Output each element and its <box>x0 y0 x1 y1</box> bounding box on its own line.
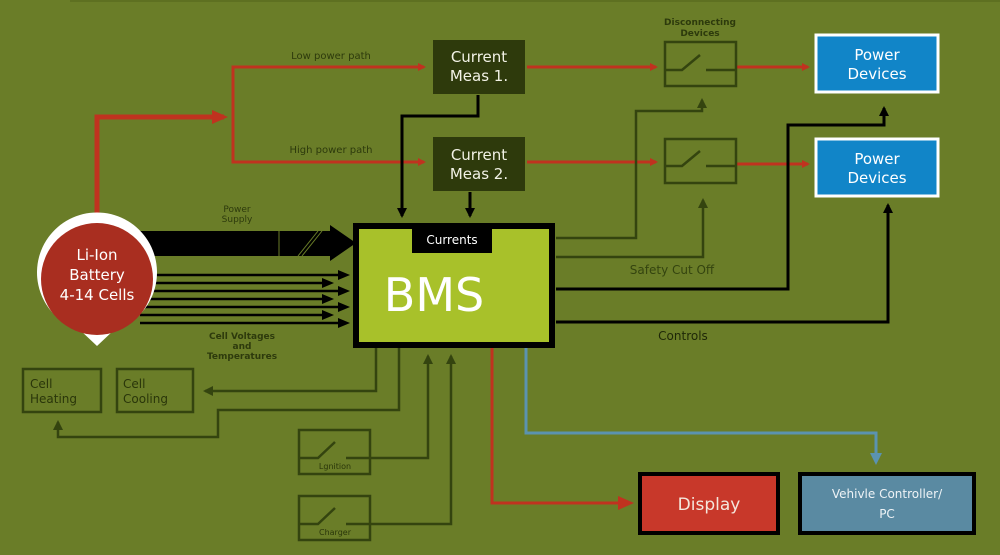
bms-control-to-power-devices-1 <box>556 106 889 291</box>
current-meas-1-line2: Meas 1. <box>450 67 508 85</box>
currents-tab-label: Currents <box>426 233 477 247</box>
bms-to-cell-cooling-line <box>203 347 378 396</box>
cell-sensor-arrowhead <box>338 286 350 296</box>
cell-cooling-node: Cell Cooling <box>115 367 195 414</box>
cell-sensor-arrowhead <box>322 294 334 304</box>
controls-label: Controls <box>658 329 708 343</box>
cell-voltage-arrows <box>140 270 350 328</box>
current-meas-1-box <box>433 40 525 94</box>
current-meas-1-line1: Current <box>451 48 507 66</box>
low-power-path-line <box>231 63 426 147</box>
charger-switch-icon <box>299 507 336 526</box>
bms-label: BMS <box>384 268 484 322</box>
current-meas-2-node: Current Meas 2. <box>433 137 525 191</box>
disconnecting-devices: Disconnecting Devices <box>663 18 738 185</box>
power-supply-label-line1: Power <box>223 205 251 215</box>
vehicle-controller-box <box>798 472 976 535</box>
safety-cut-off-line-1 <box>556 98 707 240</box>
cell-sensor-arrowhead <box>338 270 350 280</box>
ignition-to-bms-line <box>346 354 433 460</box>
battery-label-line3: 4-14 Cells <box>60 286 135 304</box>
cell-heating-node: Cell Heating <box>21 367 103 414</box>
cell-sensor-arrowhead <box>322 310 334 320</box>
battery-node: Li-Ion Battery 4-14 Cells <box>37 212 158 346</box>
charger-node: Charger <box>297 494 372 542</box>
bms-node: Currents BMS <box>353 223 555 348</box>
charger-label: Charger <box>319 528 352 537</box>
cell-cooling-box <box>115 367 195 414</box>
top-edge-band <box>70 0 1000 2</box>
edge-labels: Low power path High power path Power Sup… <box>207 51 715 362</box>
cell-voltages-label-line3: Temperatures <box>207 352 277 362</box>
cell-heating-line2: Heating <box>30 392 77 406</box>
current-meas-2-line1: Current <box>451 146 507 164</box>
ignition-switch-icon <box>299 441 336 460</box>
power-devices-2-node: Power Devices <box>814 137 940 198</box>
measurement-and-control-lines <box>397 95 893 324</box>
cell-heating-box <box>21 367 103 414</box>
power-devices-1-node: Power Devices <box>814 33 940 94</box>
disconnecting-label-line2: Devices <box>680 29 719 39</box>
signal-lines <box>53 98 708 526</box>
cell-cooling-line2: Cooling <box>123 392 168 406</box>
power-devices-2-line2: Devices <box>847 169 906 187</box>
vehicle-controller-line2: PC <box>879 507 895 521</box>
low-power-path-label: Low power path <box>291 51 371 62</box>
bms-to-cell-heating-line <box>53 347 401 439</box>
charger-to-bms-line <box>346 354 456 526</box>
battery-label-line2: Battery <box>69 266 125 284</box>
display-label: Display <box>678 495 741 515</box>
ignition-node: Lgnition <box>297 428 372 476</box>
power-devices-1-box <box>814 33 940 94</box>
switch-1-icon <box>665 54 736 72</box>
high-power-path-line <box>231 117 426 166</box>
cell-heating-line1: Cell <box>30 377 52 391</box>
cell-sensor-arrowhead <box>322 278 334 288</box>
bms-to-vehicle-controller-line <box>524 347 882 465</box>
safety-cut-off-label: Safety Cut Off <box>630 263 715 277</box>
power-devices-1-line1: Power <box>854 46 900 64</box>
power-devices-2-box <box>814 137 940 198</box>
meas1-to-bms-line <box>397 95 480 218</box>
bms-control-to-power-devices-2 <box>556 203 893 324</box>
switch-2-icon <box>665 150 736 168</box>
display-node: Display <box>638 472 780 535</box>
ignition-label: Lgnition <box>319 462 351 471</box>
current-meas-1-node: Current Meas 1. <box>433 40 525 94</box>
battery-label-line1: Li-Ion <box>76 246 117 264</box>
disconnecting-label-line1: Disconnecting <box>664 18 736 28</box>
display-box <box>638 472 780 535</box>
power-devices-1-line2: Devices <box>847 65 906 83</box>
power-devices-2-line1: Power <box>854 150 900 168</box>
switch-1 <box>663 40 738 88</box>
current-meas-2-box <box>433 137 525 191</box>
vehicle-controller-line1: Vehivle Controller/ <box>832 487 943 501</box>
cell-cooling-line1: Cell <box>123 377 145 391</box>
current-meas-2-line2: Meas 2. <box>450 165 508 183</box>
safety-cut-off-line-2 <box>556 198 708 259</box>
ignition-box <box>297 428 372 476</box>
cell-voltages-label-line1: Cell Voltages <box>209 332 275 342</box>
cell-sensor-arrowhead <box>338 302 350 312</box>
power-supply-arrow <box>140 225 356 261</box>
power-paths <box>94 63 810 510</box>
power-supply-label-line2: Supply <box>222 215 253 225</box>
switch-2 <box>663 137 738 185</box>
vehicle-controller-node: Vehivle Controller/ PC <box>798 472 976 535</box>
battery-circle <box>41 223 153 335</box>
battery-power-arrow <box>94 110 228 215</box>
high-power-path-label: High power path <box>290 145 373 156</box>
cell-sensor-arrowhead <box>338 318 350 328</box>
charger-box <box>297 494 372 542</box>
currents-tab <box>412 226 492 253</box>
cell-voltages-label-line2: and <box>233 342 252 352</box>
bms-to-display-line <box>490 347 634 510</box>
power-supply-arrow-body <box>140 225 356 261</box>
